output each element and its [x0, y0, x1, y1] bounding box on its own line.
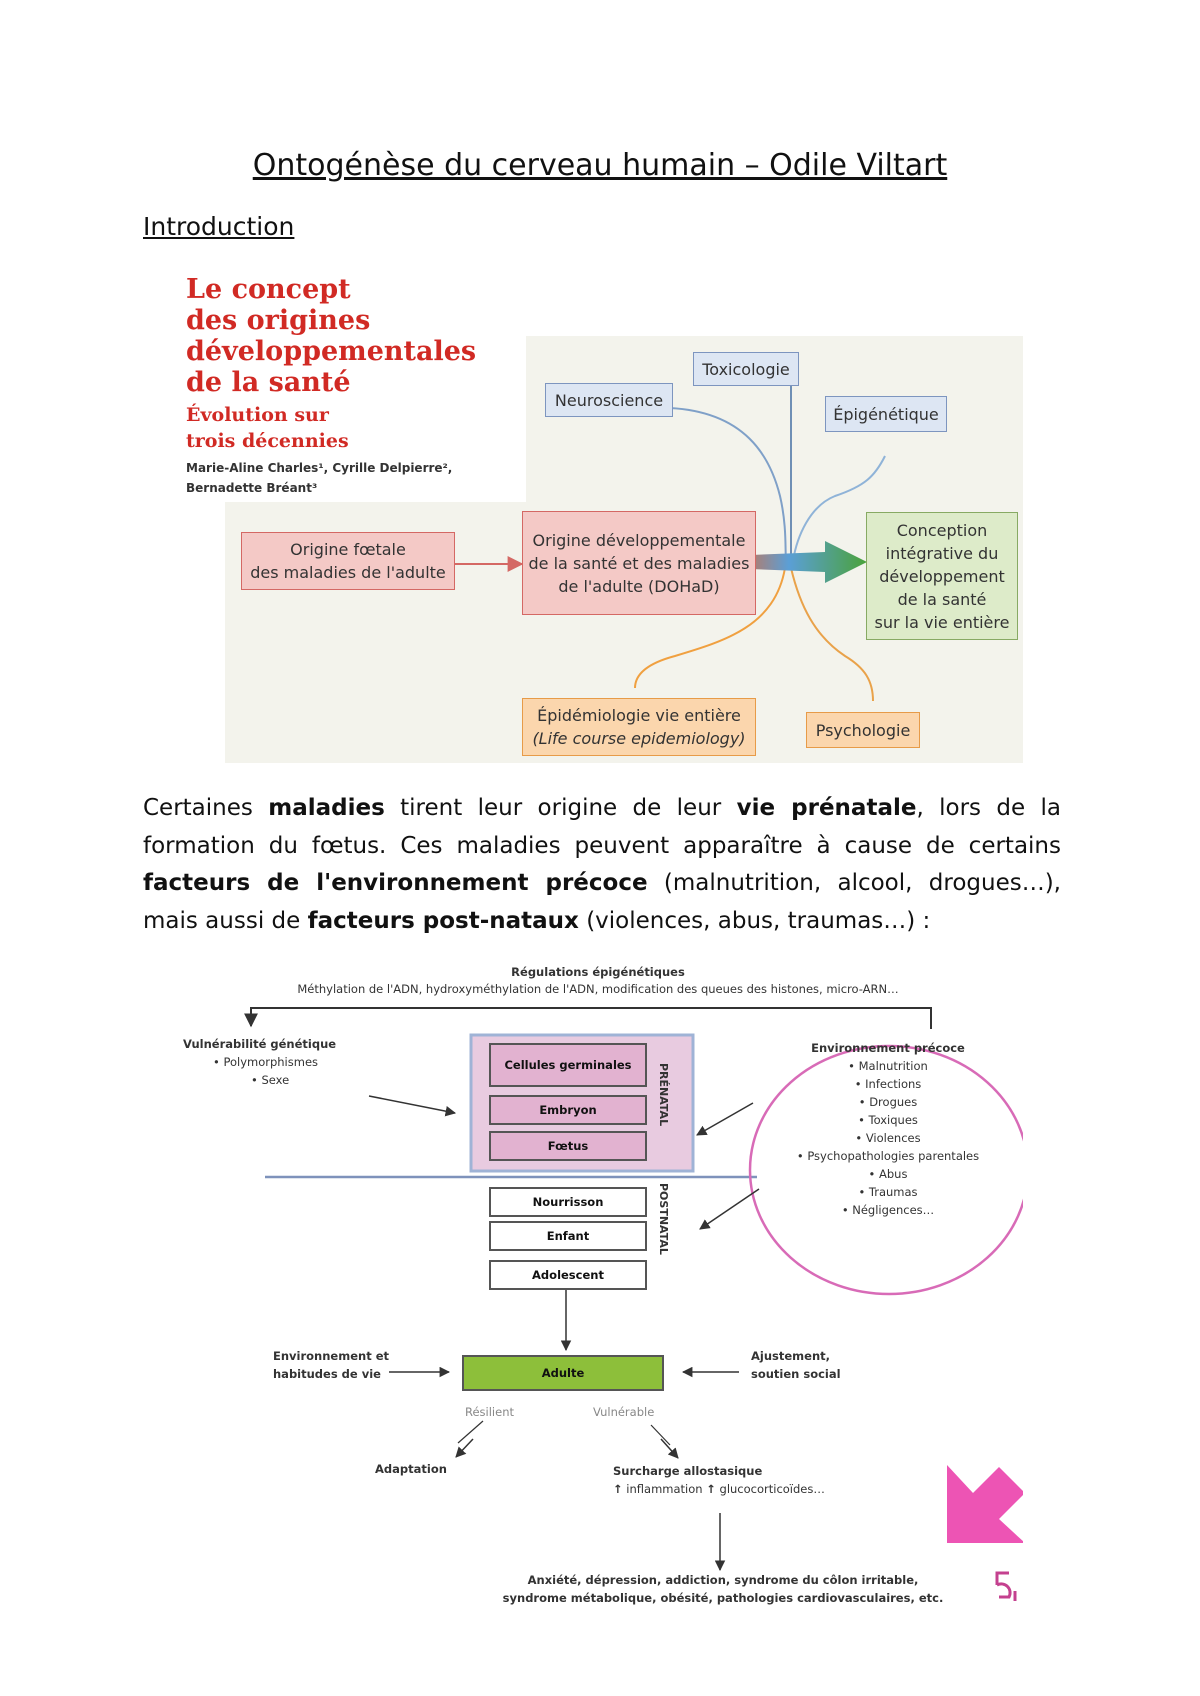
env-item: • Traumas — [858, 1185, 918, 1199]
stage-child: Enfant — [489, 1221, 647, 1251]
article-authors-line1: Marie-Aline Charles¹, Cyrille Delpierre²… — [186, 461, 453, 475]
conception-line5: sur la vie entière — [874, 612, 1010, 632]
up-arrow-icon: ↑ — [706, 1482, 716, 1496]
up-arrow-icon: ↑ — [613, 1482, 623, 1496]
social-adjustment: Ajustement, soutien social — [751, 1347, 841, 1383]
para-bold-2: vie prénatale — [736, 795, 917, 821]
allostatic-detail-2: glucocorticoïdes… — [719, 1482, 825, 1496]
article-title-block: Le concept des origines développementale… — [186, 270, 526, 502]
article-heading-line2: des origines — [186, 305, 371, 336]
epidemiologie-box: Épidémiologie vie entière (Life course e… — [522, 698, 756, 756]
dohad-figure: Toxicologie Neuroscience Épigénétique Or… — [225, 336, 1023, 763]
epidemiologie-line1: Épidémiologie vie entière — [537, 706, 741, 725]
env-habits-line2: habitudes de vie — [273, 1367, 381, 1381]
postnatal-label: POSTNATAL — [657, 1183, 670, 1255]
conception-box: Conception intégrative du développement … — [866, 512, 1018, 640]
epigenetic-title: Régulations épigénétiques — [511, 965, 685, 979]
origine-foetale-line1: Origine fœtale — [290, 540, 406, 559]
allostatic-detail: ↑ inflammation ↑ glucocorticoïdes… — [613, 1480, 825, 1498]
genetic-item: • Sexe — [251, 1073, 290, 1087]
env-item: • Violences — [855, 1131, 921, 1145]
para-bold-1: maladies — [268, 795, 385, 821]
page-title: Ontogénèse du cerveau humain – Odile Vil… — [252, 148, 948, 183]
epigenetique-box: Épigénétique — [825, 396, 947, 432]
conception-line4: de la santé — [897, 589, 987, 609]
para-text-5: (violences, abus, traumas…) : — [578, 907, 931, 934]
epigenetic-subtitle: Méthylation de l'ADN, hydroxyméthylation… — [297, 982, 899, 996]
adjustment-line2: soutien social — [751, 1367, 841, 1381]
env-habits-line1: Environnement et — [273, 1349, 389, 1363]
adjustment-line1: Ajustement, — [751, 1349, 831, 1363]
env-item: • Psychopathologies parentales — [796, 1149, 980, 1163]
env-item: • Abus — [868, 1167, 908, 1181]
para-bold-3: facteurs de l'environnement précoce — [143, 870, 648, 896]
prenatal-label: PRÉNATAL — [657, 1063, 670, 1127]
section-heading: Introduction — [143, 212, 295, 241]
allostatic-title: Surcharge allostasique — [613, 1464, 763, 1478]
article-authors-line2: Bernadette Bréant³ — [186, 481, 318, 495]
env-item: • Infections — [854, 1077, 922, 1091]
allostatic-detail-1: inflammation — [626, 1482, 703, 1496]
article-subheading: Évolution sur trois décennies — [186, 402, 526, 454]
env-habits: Environnement et habitudes de vie — [273, 1347, 389, 1383]
genetic-title: Vulnérabilité génétique — [183, 1037, 337, 1051]
magenta-arrow-icon — [947, 1465, 1023, 1543]
outcome-diseases: Anxiété, dépression, addiction, syndrome… — [453, 1571, 993, 1607]
genetic-item: • Polymorphismes — [213, 1055, 319, 1069]
genetic-vulnerability: Vulnérabilité génétique • Polymorphismes… — [183, 1035, 336, 1089]
epidemiologie-line2: (Life course epidemiology) — [532, 729, 746, 748]
dohad-box: Origine développementale de la santé et … — [522, 511, 756, 615]
article-authors: Marie-Aline Charles¹, Cyrille Delpierre²… — [186, 458, 526, 498]
epigenetics-diagram: Régulations épigénétiques Méthylation de… — [173, 963, 1023, 1611]
toxicologie-box: Toxicologie — [693, 352, 799, 386]
outcome-line1: Anxiété, dépression, addiction, syndrome… — [527, 1573, 919, 1587]
env-item: • Négligences… — [841, 1203, 935, 1217]
para-text-4: (malnutrition, alcool, drogues…), mais a… — [143, 870, 1061, 934]
figure1-connectors — [451, 384, 886, 702]
env-title: Environnement précoce — [811, 1041, 965, 1055]
dohad-line3: de l'adulte (DOHaD) — [558, 576, 720, 596]
stage-adolescent: Adolescent — [489, 1260, 647, 1290]
conception-line3: développement — [879, 566, 1005, 586]
origine-foetale-line2: des maladies de l'adulte — [250, 563, 446, 582]
article-heading-line3: développementales — [186, 336, 477, 367]
conception-line2: intégrative du — [885, 543, 999, 563]
para-bold-4: facteurs post-nataux — [307, 907, 579, 934]
resilient-label: Résilient — [465, 1405, 514, 1419]
para-text-1: Certaines — [143, 795, 269, 821]
psychologie-box: Psychologie — [806, 712, 920, 748]
vulnerable-label: Vulnérable — [593, 1405, 655, 1419]
early-environment: Environnement précoce • Malnutrition • I… — [773, 1039, 1003, 1219]
adaptation-label: Adaptation — [375, 1462, 447, 1476]
conception-line1: Conception — [896, 520, 988, 540]
article-subheading-line2: trois décennies — [186, 430, 349, 452]
env-item: • Drogues — [858, 1095, 918, 1109]
stage-foetus: Fœtus — [489, 1131, 647, 1161]
stage-embryo: Embryon — [489, 1095, 647, 1125]
stage-infant: Nourrisson — [489, 1187, 647, 1217]
para-text-2: tirent leur origine de leur — [384, 795, 737, 821]
stage-germ-cells: Cellules germinales — [489, 1043, 647, 1087]
env-item: • Toxiques — [858, 1113, 918, 1127]
article-subheading-line1: Évolution sur — [186, 404, 329, 426]
article-heading-line4: de la santé — [186, 367, 351, 398]
intro-paragraph: Certaines maladies tirent leur origine d… — [143, 790, 1061, 940]
dohad-line1: Origine développementale — [532, 530, 746, 550]
dohad-line2: de la santé et des maladies — [528, 553, 750, 573]
neuroscience-box: Neuroscience — [545, 383, 673, 417]
allostatic-load: Surcharge allostasique ↑ inflammation ↑ … — [613, 1462, 825, 1498]
origine-foetale-box: Origine fœtale des maladies de l'adulte — [241, 532, 455, 590]
article-heading-line1: Le concept — [186, 274, 351, 305]
env-item: • Malnutrition — [848, 1059, 928, 1073]
outcome-line2: syndrome métabolique, obésité, pathologi… — [502, 1591, 944, 1605]
stage-adult: Adulte — [462, 1355, 664, 1391]
article-heading: Le concept des origines développementale… — [186, 274, 526, 398]
para-text-3: , lors de la formation du fœtus. Ces mal… — [143, 795, 1061, 859]
